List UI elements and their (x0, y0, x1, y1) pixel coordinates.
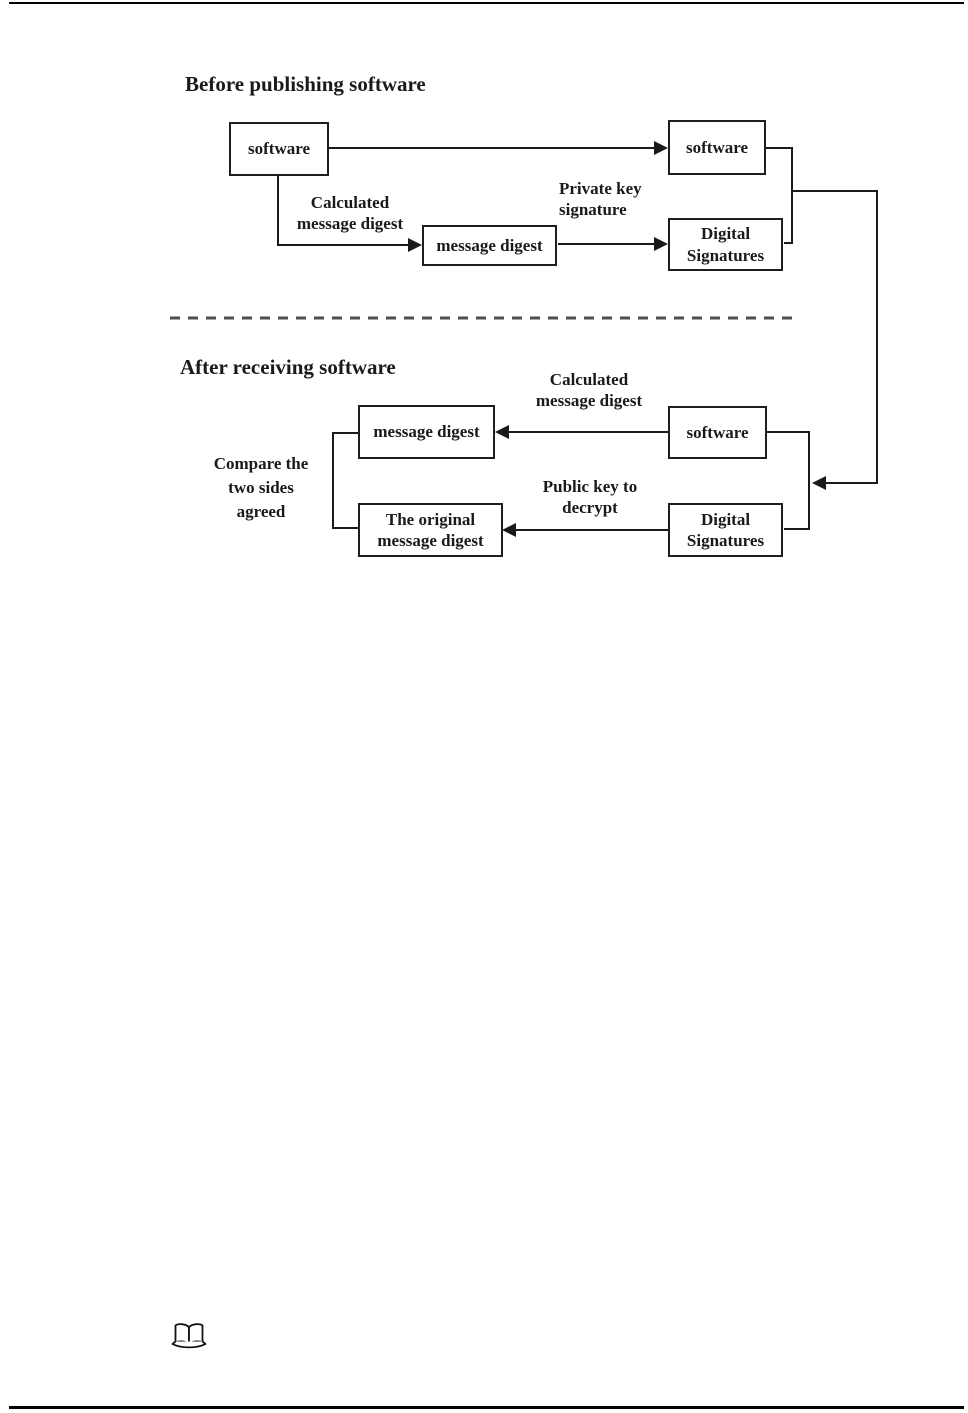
arrowhead-left-icon (495, 425, 509, 439)
box-digital-signatures: Digital Signatures (668, 218, 783, 271)
label-calculated-message-digest: Calculated message digest (296, 193, 404, 233)
box-software-dest: software (668, 120, 766, 175)
box-software-source: software (229, 122, 329, 176)
box-message-digest-received: message digest (358, 405, 495, 459)
open-book-icon (171, 1323, 207, 1349)
arrowhead-left-icon (502, 523, 516, 537)
section-title-before: Before publishing software (185, 72, 426, 96)
page-bottom-rule (9, 1406, 964, 1409)
box-original-message-digest: The original message digest (358, 503, 503, 557)
label-public-key-decrypt: Public key to decrypt (542, 477, 638, 517)
bracket-compare-left (332, 432, 358, 529)
arrowhead-left-icon (812, 476, 826, 490)
label-compare-two-sides: Compare the two sides agreed (213, 454, 309, 521)
arrowhead-right-icon (654, 237, 668, 251)
arrowhead-right-icon (654, 141, 668, 155)
box-digital-signatures-received: Digital Signatures (668, 503, 783, 557)
arrowhead-right-icon (408, 238, 422, 252)
label-calculated-message-digest-2: Calculated message digest (535, 370, 643, 410)
section-title-after: After receiving software (180, 355, 396, 379)
label-private-key-signature: Private key signature (559, 179, 642, 219)
connector-before-to-after (792, 190, 878, 484)
box-message-digest: message digest (422, 225, 557, 266)
box-software-received: software (668, 406, 767, 459)
page-top-rule (9, 2, 964, 4)
